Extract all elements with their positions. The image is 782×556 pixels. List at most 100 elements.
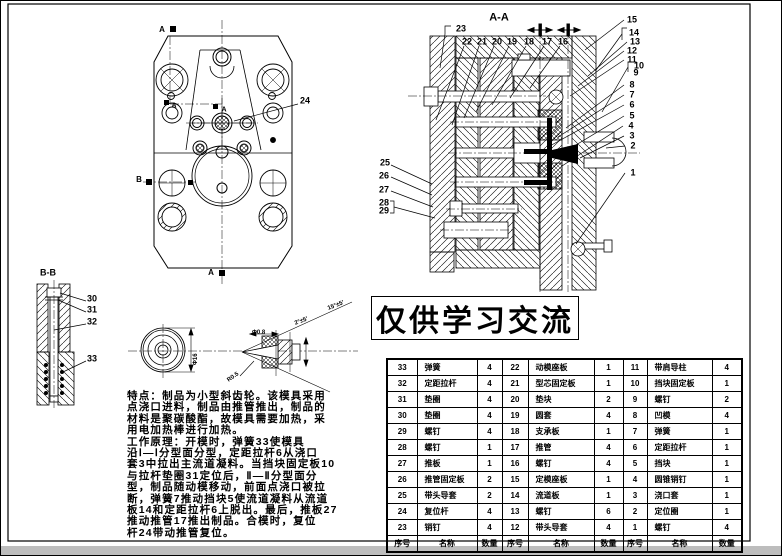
bom-cell: 4 [593,519,624,536]
bom-cell: 定距拉杆 [416,375,478,392]
callout-11-14: 11 [627,54,637,65]
bom-cell: 13 [501,503,529,520]
bom-cell: 1 [476,455,503,472]
bom-cell: 螺钉 [646,519,713,536]
bom-header-cell: 序号 [386,535,418,553]
callout-26-26: 26 [378,170,390,181]
bom-cell: 6 [622,439,648,456]
bom-cell: 带头导套 [527,519,595,536]
bom-cell: 32 [386,375,418,392]
bom-cell: 9 [622,391,648,408]
bom-cell: 21 [501,375,529,392]
callout-17-8: 17 [541,36,553,47]
callout-31-32: 31 [86,304,98,315]
bom-cell: 垫圈 [416,407,478,424]
callout-29-29: 29 [378,205,390,216]
callout-2-23: 2 [630,140,636,151]
bom-cell: 4 [476,375,503,392]
callout-a-38: A [171,102,177,110]
callout-32-33: 32 [86,316,98,327]
bom-cell: 销钉 [416,519,478,536]
callout-1-24: 1 [630,167,636,178]
callout-20-5: 20 [491,36,503,47]
bom-cell: 18 [501,423,529,440]
callout-6-19: 6 [629,99,635,110]
drawing-frame [7,3,751,542]
bom-cell: 螺钉 [527,455,595,472]
section-bb [36,280,87,408]
bom-cell: 11 [622,358,648,376]
bom-cell: 凹模 [646,407,713,424]
bom-cell: 30 [386,407,418,424]
bom-cell: 4 [711,519,743,536]
watermark-text: 仅供学习交流 [376,305,574,338]
detail-dim-4: Φ16 [193,353,199,365]
callout-7-18: 7 [629,89,635,100]
bom-cell: 5 [622,455,648,472]
bom-cell: 23 [386,519,418,536]
bom-cell: 4 [711,407,743,424]
callout-3-22: 3 [629,130,635,141]
bom-cell: 4 [711,358,743,376]
callout-8-17: 8 [629,79,635,90]
bom-cell: 27 [386,455,418,472]
bom-header-cell: 数量 [476,535,503,553]
bom-cell: 10 [622,375,648,392]
callout-30-31: 30 [86,293,98,304]
bom-cell: 挡块固定板 [646,375,713,392]
callout-bb-1: B-B [40,267,56,278]
bom-header-cell: 数量 [593,535,624,553]
bom-cell: 1 [711,455,743,472]
bom-cell: 浇口套 [646,487,713,504]
bom-cell: 4 [476,519,503,536]
bom-cell: 4 [593,439,624,456]
bom-cell: 垫块 [527,391,595,408]
bom-cell: 22 [501,358,529,376]
bom-header-cell: 名称 [527,535,595,553]
bom-header-cell: 序号 [501,535,529,553]
callout-12-13: 12 [626,45,638,56]
bom-cell: 圆套 [527,407,595,424]
bom-cell: 14 [501,487,529,504]
callout-24-30: 24 [299,95,311,106]
bom-cell: 4 [476,358,503,376]
callout-b-37: B [136,175,142,184]
bom-cell: 4 [593,407,624,424]
callout-21-4: 21 [476,36,488,47]
bom-cell: 3 [622,487,648,504]
callout-33-34: 33 [86,353,98,364]
callout-13-12: 13 [629,36,641,47]
watermark-box: 仅供学习交流 [371,296,579,340]
bom-cell: 支承板 [527,423,595,440]
bom-cell: 7 [622,423,648,440]
callout-19-6: 19 [506,36,518,47]
callout-a-36: A [208,268,214,277]
bom-cell: 2 [476,471,503,488]
bom-cell: 定模座板 [527,471,595,488]
bom-cell: 动模座板 [527,358,595,376]
detail-dim-0: Φ0.8 [252,330,266,336]
bom-header-cell: 序号 [622,535,648,553]
bom-cell: 2 [476,487,503,504]
bom-cell: 12 [501,519,529,536]
bom-cell: 15 [501,471,529,488]
bom-cell: 挡块 [646,455,713,472]
section-aa [390,19,640,292]
bom-header-row: 序号名称数量序号名称数量序号名称数量 [386,535,743,553]
bom-cell: 1 [593,358,624,376]
bom-cell: 定位圈 [646,503,713,520]
bom-cell: 4 [593,455,624,472]
bom-header-cell: 名称 [646,535,713,553]
bom-header-cell: 数量 [711,535,743,553]
bom-header-cell: 名称 [416,535,478,553]
bom-cell: 垫圈 [416,391,478,408]
